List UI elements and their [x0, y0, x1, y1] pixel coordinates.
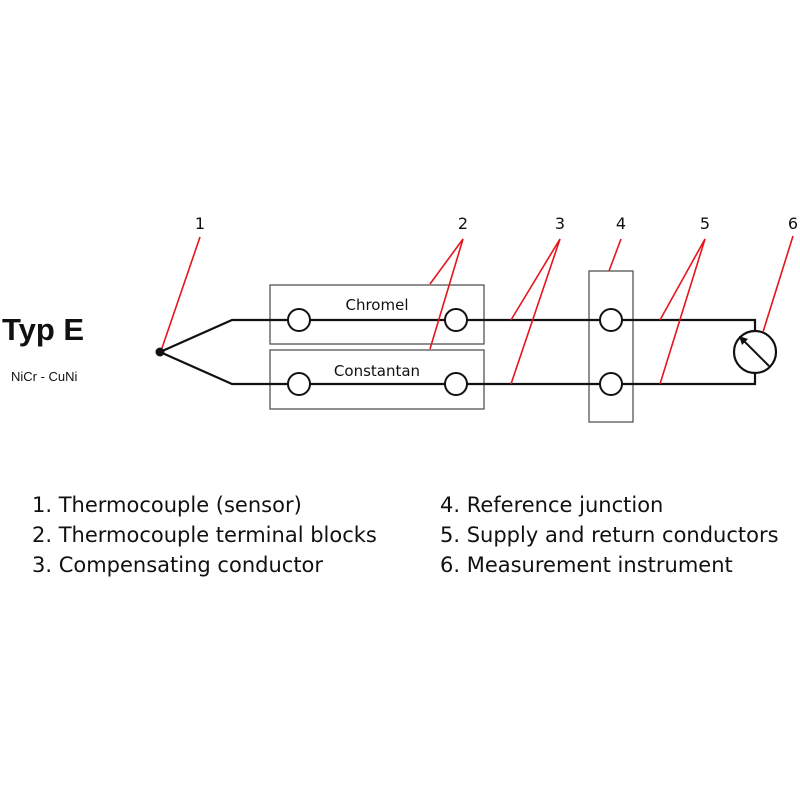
terminal-block-bottom [269, 349, 485, 410]
diagram-title: Typ E [2, 312, 85, 347]
legend-item-1: 1. Thermocouple (sensor) [32, 493, 302, 517]
sensor-wire-top [159, 318, 757, 354]
legend-right: 4. Reference junction 5. Supply and retu… [440, 490, 779, 580]
callout-5: 5 [700, 214, 710, 233]
reference-terminal-bottom [599, 372, 623, 396]
legend-left: 1. Thermocouple (sensor) 2. Thermocouple… [32, 490, 377, 580]
reference-terminal-top [599, 308, 623, 332]
legend-item-4: 4. Reference junction [440, 493, 664, 517]
callout-1: 1 [195, 214, 205, 233]
diagram-subtitle: NiCr - CuNi [11, 369, 78, 384]
leader-2b [429, 238, 464, 350]
legend-item-5: 5. Supply and return conductors [440, 523, 779, 547]
terminal-chromel-left [287, 308, 311, 332]
instrument-needle [740, 337, 770, 367]
callout-3: 3 [555, 214, 565, 233]
leader-6 [762, 235, 794, 333]
wire-label-constantan: Constantan [334, 362, 420, 380]
callout-4: 4 [616, 214, 626, 233]
terminal-constantan-right [444, 372, 468, 396]
leader-3a [510, 238, 561, 321]
reference-junction-box [588, 270, 634, 423]
legend-item-3: 3. Compensating conductor [32, 553, 324, 577]
legend-item-2: 2. Thermocouple terminal blocks [32, 523, 377, 547]
leader-5b [659, 238, 706, 385]
terminal-chromel-right [444, 308, 468, 332]
callout-2: 2 [458, 214, 468, 233]
leader-2a [429, 238, 464, 285]
leader-5a [659, 238, 706, 321]
leader-4 [608, 238, 622, 272]
sensor-wire-bottom [159, 350, 757, 386]
wire-label-chromel: Chromel [345, 296, 408, 314]
terminal-block-top [269, 284, 485, 345]
legend-item-6: 6. Measurement instrument [440, 553, 733, 577]
terminal-constantan-left [287, 372, 311, 396]
instrument-needle-arrowhead [739, 336, 748, 345]
callout-6: 6 [788, 214, 798, 233]
sensor-junction-dot [155, 347, 165, 357]
leader-3b [510, 238, 561, 385]
leader-1 [161, 236, 201, 349]
